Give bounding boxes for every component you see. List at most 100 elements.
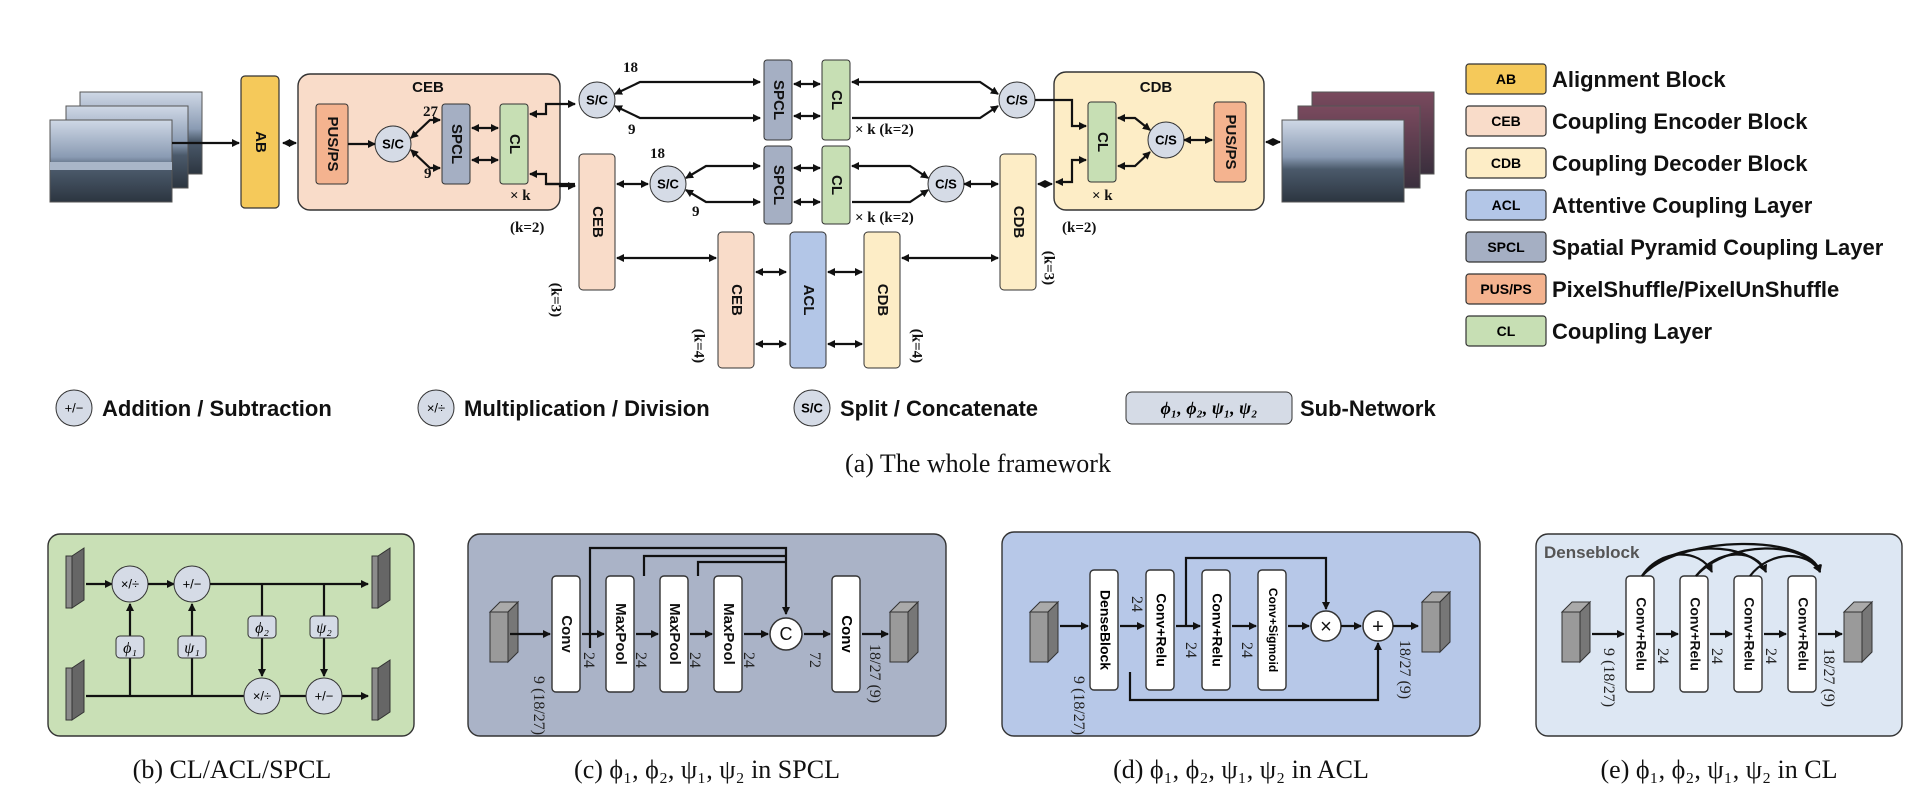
ceb-xk: × k: [510, 188, 531, 204]
d-block-1: DenseBlock: [1089, 569, 1119, 691]
e-block-3: Conv+Relu: [1733, 575, 1763, 693]
ceb-pusps-label: PUS/PS: [324, 116, 341, 171]
b-phi2: ϕ₂: [255, 620, 269, 637]
ceb-cl-label: CL: [506, 134, 523, 154]
top-spcl-label: SPCL: [770, 80, 787, 120]
legend-label: Spatial Pyramid Coupling Layer: [1552, 235, 1884, 260]
c-ch24-a: 24: [580, 652, 597, 668]
level2-spcl-label: SPCL: [770, 165, 787, 205]
e-block-4: Conv+Relu: [1787, 575, 1817, 693]
d-mul-symbol: ×: [1320, 616, 1332, 638]
ceb-n9: 9: [424, 166, 432, 182]
c-block-label: MaxPool: [666, 603, 683, 665]
e-block-label: Conv+Relu: [1795, 597, 1811, 671]
d-block-label: Conv+Relu: [1209, 593, 1225, 667]
d-in-channels: 9 (18/27): [1070, 676, 1087, 735]
subnet-symbol: ϕ₁, ϕ₂, ψ₁, ψ₂: [1161, 398, 1258, 418]
cdb-cl-label: CL: [1094, 132, 1111, 152]
d-add-symbol: +: [1372, 616, 1384, 638]
legend-label: PixelShuffle/PixelUnShuffle: [1552, 277, 1839, 302]
mul-op-symbol: ×/÷: [427, 400, 445, 415]
cdb-xk: × k: [1092, 188, 1113, 204]
legend-label: Alignment Block: [1552, 67, 1726, 92]
legend-item-spcl: SPCL Spatial Pyramid Coupling Layer: [1465, 231, 1884, 263]
panel-e-cl-subnet: Denseblock Conv+Relu Conv+Relu Conv+Relu Co…: [1535, 533, 1903, 737]
level2-cdb: [999, 153, 1037, 291]
d-ch24-b: 24: [1182, 642, 1199, 658]
d-ch24-c: 24: [1238, 642, 1255, 658]
e-block-1: Conv+Relu: [1625, 575, 1655, 693]
cdb-k2: (k=2): [1062, 220, 1096, 236]
coupling-decoder-block-main: CDB CL C/S PUS/PS × k: [1035, 71, 1265, 211]
top-sc-label: S/C: [586, 92, 608, 107]
top-n9: 9: [628, 122, 636, 138]
e-out-channels: 18/27 (9): [1820, 648, 1837, 707]
legend-swatch: [1465, 147, 1547, 179]
e-block-label: Conv+Relu: [1633, 597, 1649, 671]
c-block-label: Conv: [558, 615, 575, 653]
e-title: Denseblock: [1544, 543, 1640, 562]
legend-swatch: [1465, 63, 1547, 95]
c-block-label: MaxPool: [720, 603, 737, 665]
caption-e: (e) ϕ₁, ϕ₂, ψ₁, ψ₂ in CL: [1601, 755, 1838, 784]
legend-swatch: [1465, 105, 1547, 137]
d-block-2: Conv+Relu: [1145, 569, 1175, 691]
ceb-sc-label: S/C: [382, 136, 404, 151]
level3-acl-label: ACL: [800, 285, 817, 316]
legend-tag: SPCL: [1487, 239, 1525, 255]
c-block-1: Conv: [551, 575, 581, 693]
caption-b: (b) CL/ACL/SPCL: [133, 755, 332, 784]
level3-acl: [789, 231, 827, 369]
level2-ceb-k3: (k=3): [548, 283, 564, 317]
level2-spcl: [763, 145, 793, 225]
level3-ceb-label: CEB: [728, 284, 745, 316]
split-op-symbol: S/C: [801, 400, 823, 415]
top-split-op: [578, 81, 616, 119]
caption-a: (a) The whole framework: [845, 449, 1111, 478]
e-block-2: Conv+Relu: [1679, 575, 1709, 693]
top-cs-label: C/S: [1006, 92, 1028, 107]
add-op-icon: [55, 389, 93, 427]
legend-label: Coupling Decoder Block: [1552, 151, 1808, 176]
c-block-2: MaxPool: [605, 575, 635, 693]
ab-label: AB: [252, 131, 269, 153]
mul-op-label: Multiplication / Division: [464, 396, 710, 421]
level2-cl: [821, 145, 851, 225]
legend-swatch: [1465, 315, 1547, 347]
level2-xk2: × k (k=2): [855, 210, 914, 226]
e-block-label: Conv+Relu: [1687, 597, 1703, 671]
e-in-channels: 9 (18/27): [1600, 648, 1617, 707]
c-out-channels: 18/27 (9): [866, 644, 883, 703]
cdb-cs-label: C/S: [1155, 132, 1177, 147]
b-psi1: ψ₁: [184, 640, 200, 657]
coupling-encoder-block-main: CEB PUS/PS S/C SPCL CL 27 9 × k: [297, 73, 576, 211]
b-add1-symbol: +/−: [183, 576, 202, 591]
subnet-label: Sub-Network: [1300, 396, 1436, 421]
ceb-k2: (k=2): [510, 220, 544, 236]
e-ch24-c: 24: [1762, 648, 1779, 664]
level2-cs-label: C/S: [935, 176, 957, 191]
c-block-label: MaxPool: [612, 603, 629, 665]
b-add2-symbol: +/−: [315, 688, 334, 703]
c-block-5: Conv: [831, 575, 861, 693]
ceb-n27: 27: [423, 104, 439, 120]
d-block-3: Conv+Relu: [1201, 569, 1231, 691]
level2-split-op: [649, 165, 687, 203]
legend-label: Coupling Layer: [1552, 319, 1713, 344]
d-block-label: DenseBlock: [1097, 590, 1113, 670]
d-block-label: Conv+Sigmoid: [1266, 588, 1280, 672]
split-op-label: Split / Concatenate: [840, 396, 1038, 421]
c-block-4: MaxPool: [713, 575, 743, 693]
split-op-icon: [793, 389, 831, 427]
cdb-pusps-label: PUS/PS: [1222, 114, 1239, 169]
add-op-label: Addition / Subtraction: [102, 396, 332, 421]
top-xk2: × k (k=2): [855, 122, 914, 138]
c-ch72: 72: [806, 652, 823, 668]
legend-swatch: [1465, 231, 1547, 263]
ceb-title: CEB: [412, 79, 444, 96]
